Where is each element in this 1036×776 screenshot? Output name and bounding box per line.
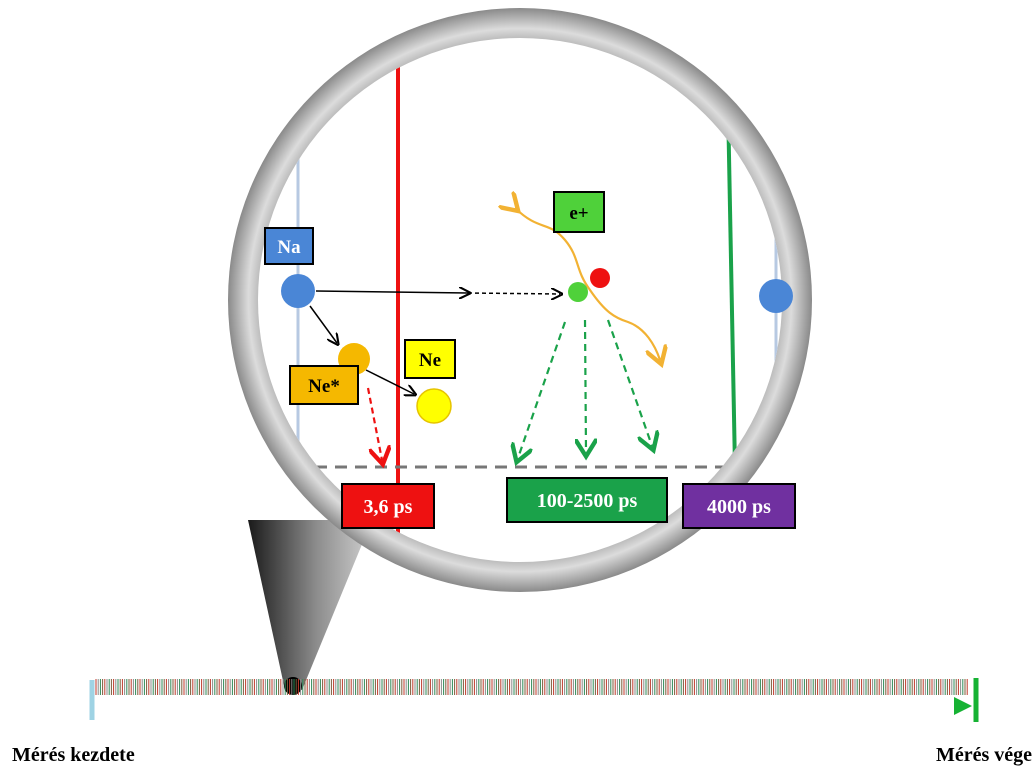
timeline-tick-band bbox=[95, 679, 968, 695]
measurement-start-label: Mérés kezdete bbox=[12, 744, 135, 766]
short-lifetime-box: 3,6 ps bbox=[341, 483, 435, 529]
na-to-ne-excited-arrow bbox=[309, 305, 337, 343]
green-decay-arrow-2 bbox=[585, 319, 586, 452]
ne-excited-label-box: Ne* bbox=[289, 365, 359, 405]
electron-particle bbox=[590, 268, 610, 288]
na-label-box: Na bbox=[264, 227, 314, 265]
long-lifetime-label: 4000 ps bbox=[707, 496, 771, 518]
positron-wave bbox=[515, 208, 660, 360]
sodium-atom bbox=[281, 274, 315, 308]
ne-atom bbox=[416, 388, 452, 424]
positron-particle bbox=[568, 282, 588, 302]
timeline bbox=[89, 678, 979, 722]
short-lifetime-label: 3,6 ps bbox=[364, 496, 413, 518]
magnifier-handle bbox=[248, 520, 372, 690]
na-label: Na bbox=[277, 237, 301, 258]
red-decay-arrow bbox=[366, 387, 382, 460]
measurement-end-label: Mérés vége bbox=[935, 744, 1032, 766]
ne-label-box: Ne bbox=[404, 339, 456, 379]
green-decay-arrow-3 bbox=[606, 319, 652, 446]
positron-label: e+ bbox=[569, 203, 588, 224]
ne-excited-label: Ne* bbox=[308, 376, 340, 397]
timeline-arrowhead bbox=[954, 697, 972, 715]
long-lifetime-box: 4000 ps bbox=[682, 483, 796, 529]
ne-excited-to-ne-arrow bbox=[365, 369, 414, 394]
mid-lifetime-box: 100-2500 ps bbox=[506, 477, 668, 523]
na-to-positron-dashed bbox=[467, 293, 560, 294]
positron-label-box: e+ bbox=[553, 191, 605, 233]
mid-lifetime-label: 100-2500 ps bbox=[537, 490, 638, 512]
magnifier-tip bbox=[284, 677, 302, 695]
ne-label: Ne bbox=[419, 350, 441, 371]
sodium-atom-right bbox=[759, 279, 793, 313]
na-to-positron-arrow bbox=[315, 291, 468, 293]
